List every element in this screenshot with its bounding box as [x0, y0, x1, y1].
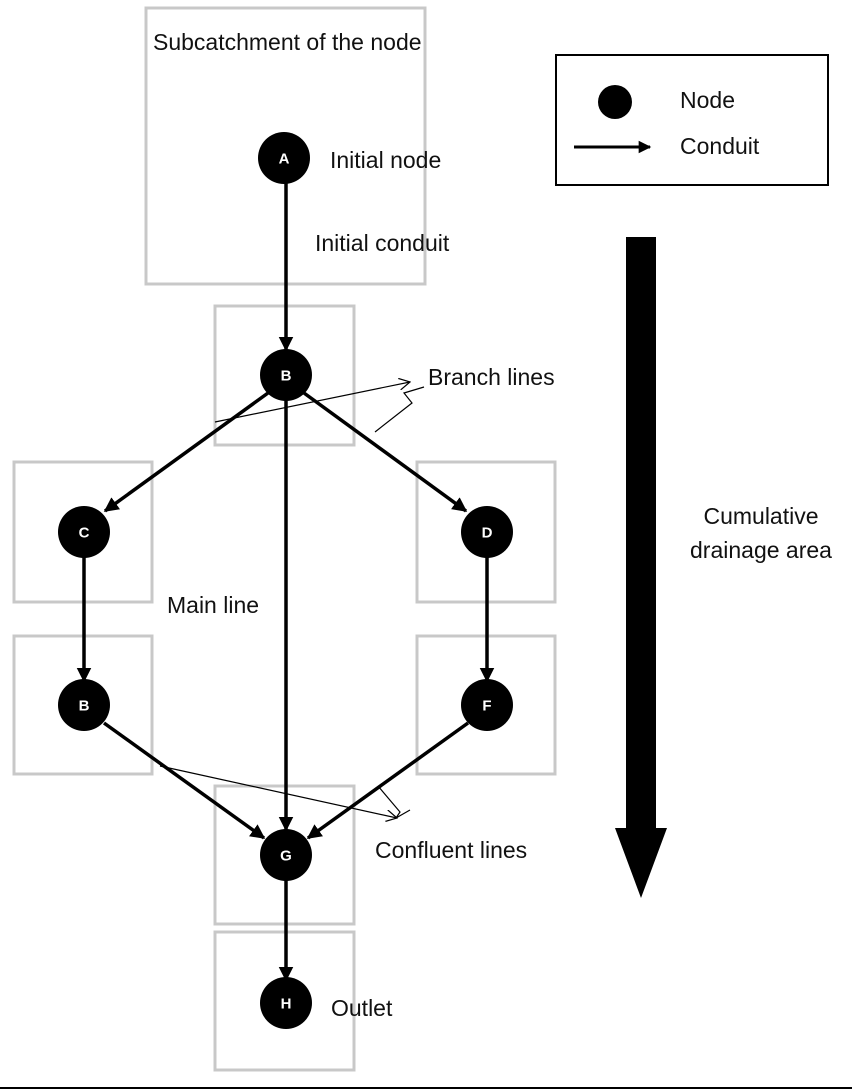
conduit-e-g	[102, 721, 266, 840]
conduit-b-d	[302, 391, 468, 513]
branch-lines-callout	[214, 382, 410, 423]
node-a-label: A	[279, 151, 290, 168]
node-c-label: C	[79, 525, 90, 542]
initial-node-label: Initial node	[330, 147, 441, 173]
node-c: C	[58, 506, 110, 558]
outlet-label: Outlet	[331, 995, 393, 1021]
subcatchment-label: Subcatchment of the node	[153, 29, 422, 55]
node-f-label: F	[482, 698, 491, 715]
main-line-label: Main line	[167, 592, 259, 618]
branch-lines-callout-bend	[374, 386, 425, 433]
confluent-lines-callout	[159, 765, 397, 818]
node-h-label: H	[281, 996, 292, 1013]
node-g: G	[260, 829, 312, 881]
conduit-b-c	[103, 391, 270, 513]
branch-lines-label: Branch lines	[428, 364, 555, 390]
node-b-label: B	[281, 368, 292, 385]
node-f: F	[461, 679, 513, 731]
cumulative-arrow-shape	[615, 237, 667, 898]
legend-conduit-label: Conduit	[680, 133, 760, 159]
confluent-lines-callout-bend	[377, 785, 411, 819]
conduit-f-g	[306, 721, 470, 840]
node-h: H	[260, 977, 312, 1029]
legend-node-symbol	[598, 85, 632, 119]
node-e-label: B	[79, 698, 90, 715]
node-a: A	[258, 132, 310, 184]
node-g-label: G	[280, 848, 292, 865]
cumulative-drainage-arrow: Cumulative drainage area	[615, 237, 832, 898]
node-b: B	[260, 349, 312, 401]
legend-node-label: Node	[680, 87, 735, 113]
initial-conduit-label: Initial conduit	[315, 230, 450, 256]
node-e: B	[58, 679, 110, 731]
legend-box	[555, 54, 829, 186]
cumulative-label-line2: drainage area	[690, 537, 832, 563]
legend: Node Conduit	[555, 54, 829, 186]
node-d: D	[461, 506, 513, 558]
cumulative-label-line1: Cumulative	[703, 503, 818, 529]
node-d-label: D	[482, 525, 493, 542]
confluent-lines-label: Confluent lines	[375, 837, 527, 863]
